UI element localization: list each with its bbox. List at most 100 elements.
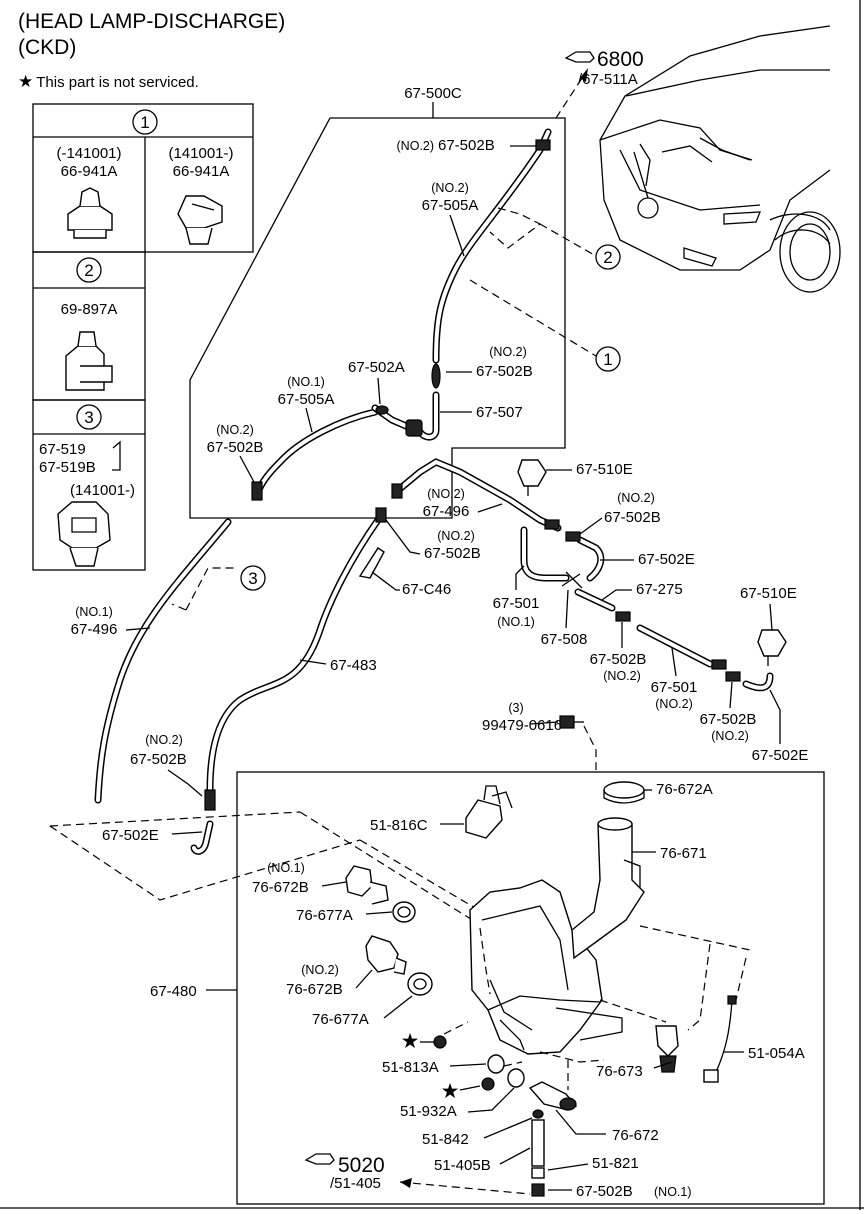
- label-76-677a-upper: 76-677A: [296, 907, 353, 924]
- callout-3-marker: [240, 565, 266, 591]
- label-51-054a: 51-054A: [748, 1045, 805, 1062]
- label-505a-no1-prefix: (NO.1): [287, 375, 325, 389]
- ref-6800-number: 6800: [597, 48, 644, 71]
- clip-69-897a-icon: [65, 331, 113, 391]
- bolt-99479-0616: [559, 715, 584, 729]
- not-serviced-note: ★This part is not serviced.: [18, 72, 199, 92]
- ref-6800: 6800 /67-511A: [564, 48, 644, 88]
- callout-2-circle: [76, 257, 102, 283]
- clip-66-941a-new-icon: [177, 195, 223, 245]
- note-text: This part is not serviced.: [36, 74, 199, 91]
- hoses-upper: [251, 128, 552, 501]
- label-99479-qty: (3): [508, 701, 523, 715]
- label-76-677a-lower: 76-677A: [312, 1011, 369, 1028]
- label-67-505a-no2: 67-505A: [422, 197, 479, 214]
- label-67-508: 67-508: [541, 631, 588, 648]
- diagram-title: (HEAD LAMP-DISCHARGE): [18, 10, 286, 33]
- label-76-672b-no1: 76-672B: [252, 879, 309, 896]
- label-502b-left-prefix: (NO.2): [216, 423, 254, 437]
- label-67-c46: 67-C46: [402, 581, 451, 598]
- hose-51-405b: [531, 1119, 545, 1167]
- label-76-672a: 76-672A: [656, 781, 713, 798]
- label-501-no2-suffix: (NO.2): [655, 697, 693, 711]
- label-67-502e-1: 67-502E: [638, 551, 695, 568]
- label-76-673: 76-673: [596, 1063, 643, 1080]
- callout-3-marker-number: 3: [248, 569, 257, 588]
- label-67-505a-no1: 67-505A: [278, 391, 335, 408]
- label-502b-bottom-suffix: (NO.1): [654, 1185, 692, 1199]
- clip-legend-table: 1 (-141001) 66-941A (141001-) 66-941A 2 …: [32, 103, 254, 571]
- label-67-501-no1: 67-501: [493, 595, 540, 612]
- label-67-502b-mid: 67-502B: [476, 363, 533, 380]
- clip-51-842: [532, 1109, 544, 1119]
- label-67-502e-2: 67-502E: [752, 747, 809, 764]
- label-67-275: 67-275: [636, 581, 683, 598]
- label-67-502b-bottom: 67-502B: [576, 1183, 633, 1200]
- clip-66-941a-old-icon: [67, 187, 113, 239]
- label-502b-top-prefix: (NO.2): [397, 139, 435, 153]
- hand-pointer-icon-2: [304, 1153, 335, 1165]
- nozzle-assembly-box: [189, 117, 566, 519]
- nut-not-serviced: [433, 1035, 447, 1049]
- clip-left-code: (-141001): [56, 145, 121, 162]
- filler-neck-76-671: [571, 817, 645, 960]
- bolt-not-serviced: [481, 1077, 495, 1091]
- clip-69-897a-label: 69-897A: [61, 301, 118, 318]
- grommet-51-813a: [487, 1054, 505, 1074]
- label-67-502a: 67-502A: [348, 359, 405, 376]
- pump-76-672: [528, 1081, 578, 1111]
- label-76-672b-no2: 76-672B: [286, 981, 343, 998]
- tank-assembly-box: [236, 771, 825, 1205]
- label-99479-0616: 99479-0616: [482, 717, 562, 734]
- not-serviced-star-icon-2: ★: [441, 1080, 460, 1103]
- label-67-502b-left: 67-502B: [207, 439, 264, 456]
- clip-left-part: 66-941A: [61, 163, 118, 180]
- clip-right-part: 66-941A: [173, 163, 230, 180]
- pump-76-673: [655, 1025, 679, 1073]
- nozzle-67-510e-upper: [517, 459, 547, 496]
- label-67-502b-c: 67-502B: [424, 545, 481, 562]
- clip-67-c46: [358, 547, 385, 579]
- grommet-76-677a-lower: [407, 972, 433, 996]
- not-serviced-star-icon: ★: [401, 1030, 420, 1053]
- joint-67-502b-bottom: [531, 1183, 545, 1197]
- label-496-no1-prefix: (NO.1): [75, 605, 113, 619]
- star-icon: ★: [18, 72, 34, 91]
- ref-5020-number: 5020: [338, 1154, 385, 1177]
- nozzle-67-510e-lower: [757, 629, 787, 666]
- label-51-821: 51-821: [592, 1155, 639, 1172]
- callout-1-number: 1: [140, 113, 149, 132]
- label-67-502b-r3: 67-502B: [700, 711, 757, 728]
- label-51-842: 51-842: [422, 1131, 469, 1148]
- ref-6800-sub: /67-511A: [578, 71, 638, 88]
- label-67-510e-upper: 67-510E: [576, 461, 633, 478]
- label-67-496-no2: 67-496: [423, 503, 470, 520]
- callout-3-number: 3: [84, 408, 93, 427]
- label-67-502b-top: 67-502B: [438, 137, 495, 154]
- label-67-502b-b: 67-502B: [130, 751, 187, 768]
- harness-51-054a: [703, 995, 737, 1083]
- label-67-502b-r1: 67-502B: [604, 509, 661, 526]
- label-76-671: 76-671: [660, 845, 707, 862]
- callout-1-marker: [595, 346, 621, 372]
- label-502b-r1-prefix: (NO.2): [617, 491, 655, 505]
- label-67-496-no1: 67-496: [71, 621, 118, 638]
- label-501-no1-suffix: (NO.1): [497, 615, 535, 629]
- callout-2-marker-number: 2: [603, 248, 612, 267]
- label-67-507: 67-507: [476, 404, 523, 421]
- label-51-405b: 51-405B: [434, 1157, 491, 1174]
- clip-right-code: (141001-): [168, 145, 233, 162]
- hand-pointer-icon: [564, 51, 595, 63]
- label-67-483: 67-483: [330, 657, 377, 674]
- label-502b-mid-prefix: (NO.2): [489, 345, 527, 359]
- label-502b-r3-suffix: (NO.2): [711, 729, 749, 743]
- label-67-501-no2: 67-501: [651, 679, 698, 696]
- washer-reservoir-tank: [469, 879, 623, 1055]
- ref-5020: 5020 /51-405: [304, 1153, 385, 1192]
- label-502b-b-prefix: (NO.2): [145, 733, 183, 747]
- callout-1-marker-number: 1: [603, 350, 612, 369]
- ref-5020-sub: /51-405: [330, 1175, 381, 1192]
- label-76-672: 76-672: [612, 1127, 659, 1144]
- callout-2-marker: [595, 244, 621, 270]
